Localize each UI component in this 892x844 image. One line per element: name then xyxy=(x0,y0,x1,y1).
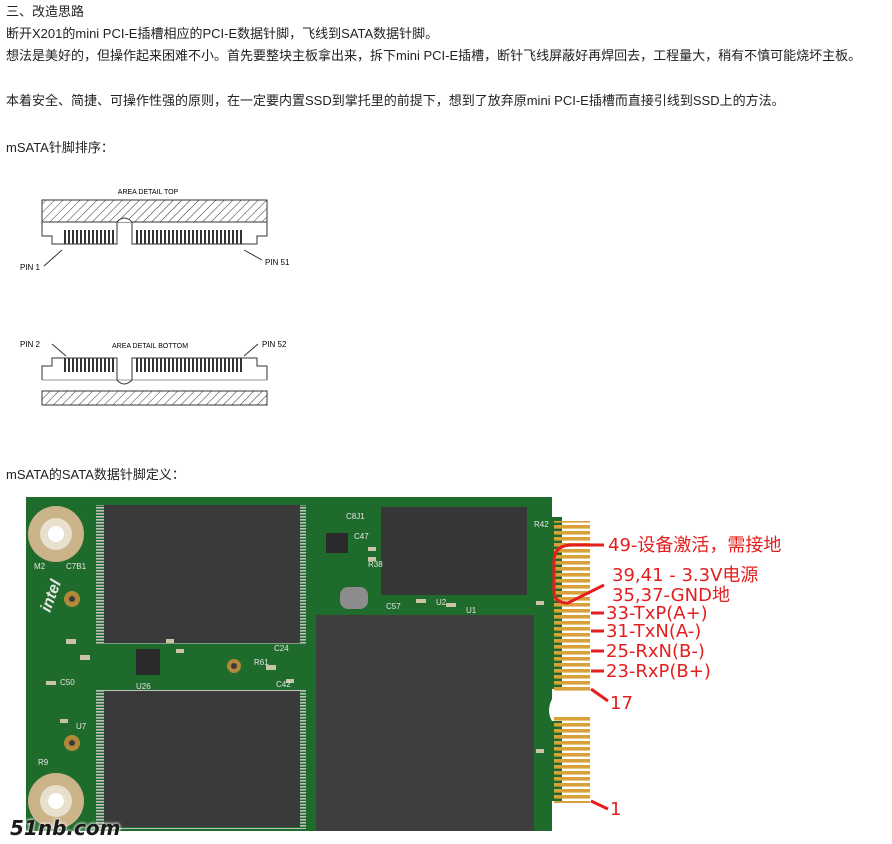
label-pin-31: 31-TxN(A-) xyxy=(606,621,701,642)
paragraph-3: 本着安全、简捷、可操作性强的原则，在一定要内置SSD到掌托里的前提下，想到了放弃… xyxy=(6,93,785,108)
mounting-hole-bottom xyxy=(28,773,84,829)
silk-c47: C47 xyxy=(354,532,369,541)
area-detail-bottom-title: AREA DETAIL BOTTOM xyxy=(112,343,188,350)
silk-u1: U1 xyxy=(466,606,477,615)
nand-chip-bottom-left xyxy=(96,689,306,829)
pin-51-label: PIN 51 xyxy=(265,258,290,267)
label-pin-33: 33-TxP(A+) xyxy=(606,603,708,624)
label-pin-17: 17 xyxy=(610,693,633,714)
paragraph-1: 断开X201的mini PCI-E插槽相应的PCI-E数据针脚，飞线到SATA数… xyxy=(6,26,439,41)
silk-c42: C42 xyxy=(276,680,291,689)
msata-pin-order-diagram: AREA DETAIL TOP PIN 1 PIN 51 AREA DETAIL… xyxy=(20,189,290,406)
silk-c50: C50 xyxy=(60,678,75,687)
label-pin-1: 1 xyxy=(610,799,621,820)
label-pin-25: 25-RxN(B-) xyxy=(606,641,705,662)
watermark-logo: 51nb.com xyxy=(10,816,121,840)
label-pin-49: 49-设备激活，需接地 xyxy=(608,535,781,556)
red-annotation-lines xyxy=(552,543,609,811)
pin-2-label: PIN 2 xyxy=(20,340,41,349)
silk-c8j1: C8J1 xyxy=(346,512,365,521)
silk-r9: R9 xyxy=(38,758,49,767)
caption-pin-definition: mSATA的SATA数据针脚定义： xyxy=(6,467,185,482)
pin-52-label: PIN 52 xyxy=(262,340,287,349)
silk-r61: R61 xyxy=(254,658,269,667)
silk-c24: C24 xyxy=(274,644,289,653)
mounting-hole-top xyxy=(28,506,84,562)
silk-r42: R42 xyxy=(534,520,549,529)
caption-pin-order: mSATA针脚排序： xyxy=(6,140,114,155)
silk-u7: U7 xyxy=(76,722,87,731)
msata-board-photo: C7B1 M2 C8J1 C47 R38 R42 C57 U2 U1 U26 C… xyxy=(6,489,806,839)
silk-r38: R38 xyxy=(368,560,383,569)
silk-u26: U26 xyxy=(136,682,151,691)
gold-fingers-lower xyxy=(554,715,590,803)
silk-m2: M2 xyxy=(34,562,46,571)
label-pin-39-41: 39,41 - 3.3V电源 xyxy=(612,565,758,586)
label-pin-35-37: 35,37-GND地 xyxy=(612,585,730,606)
pin-1-label: PIN 1 xyxy=(20,263,41,272)
silk-u2: U2 xyxy=(436,598,447,607)
label-pin-23: 23-RxP(B+) xyxy=(606,661,711,682)
area-detail-top-title: AREA DETAIL TOP xyxy=(118,189,179,196)
controller-chip xyxy=(381,507,527,595)
nand-chip-bottom-right xyxy=(316,615,534,831)
section-heading: 三、改造思路 xyxy=(6,4,85,19)
silk-c7b1: C7B1 xyxy=(66,562,87,571)
silk-c57: C57 xyxy=(386,602,401,611)
nand-chip-top-left xyxy=(96,505,306,645)
connector-top-outline xyxy=(41,199,268,245)
paragraph-2: 想法是美好的，但操作起来困难不小。首先要整块主板拿出来，拆下mini PCI-E… xyxy=(6,48,862,63)
connector-bottom-outline xyxy=(41,357,268,406)
